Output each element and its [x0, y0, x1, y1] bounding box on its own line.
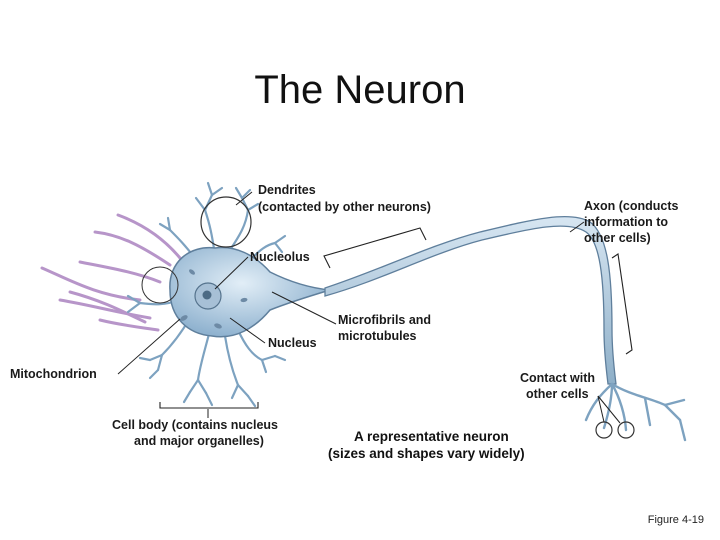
label-contact-line1: Contact with [520, 371, 595, 385]
synapse-circle-2 [617, 421, 635, 439]
label-microfibrils-line1: Microfibrils and [338, 313, 431, 327]
incoming-axons [40, 213, 182, 332]
label-dendrites-line1: Dendrites [258, 183, 316, 197]
caption-line2: (sizes and shapes vary widely) [328, 446, 525, 461]
figure-label: Figure 4-19 [647, 514, 704, 526]
label-dendrites-line2: (contacted by other neurons) [258, 200, 431, 214]
label-cell-body-line2: and major organelles) [134, 434, 264, 448]
mitochondria [180, 269, 248, 329]
axon [324, 216, 617, 385]
label-nucleus: Nucleus [268, 336, 317, 350]
label-cell-body-line1: Cell body (contains nucleus [112, 418, 278, 432]
axon-terminals [584, 382, 687, 442]
label-contact-line2: other cells [526, 387, 589, 401]
label-axon-line2: information to [584, 215, 668, 229]
slide-title: The Neuron [254, 68, 466, 112]
label-axon-line1: Axon (conducts [584, 199, 678, 213]
nucleolus [202, 290, 212, 300]
label-mitochondrion: Mitochondrion [10, 367, 97, 381]
label-axon-line3: other cells) [584, 231, 651, 245]
brackets [159, 227, 633, 409]
label-microfibrils-line2: microtubules [338, 329, 417, 343]
caption-line1: A representative neuron [354, 429, 509, 444]
dendrite-circle-left [141, 266, 179, 304]
leader-lines [117, 191, 621, 424]
dendrite-circle-top [200, 196, 252, 248]
label-nucleolus: Nucleolus [250, 250, 310, 264]
